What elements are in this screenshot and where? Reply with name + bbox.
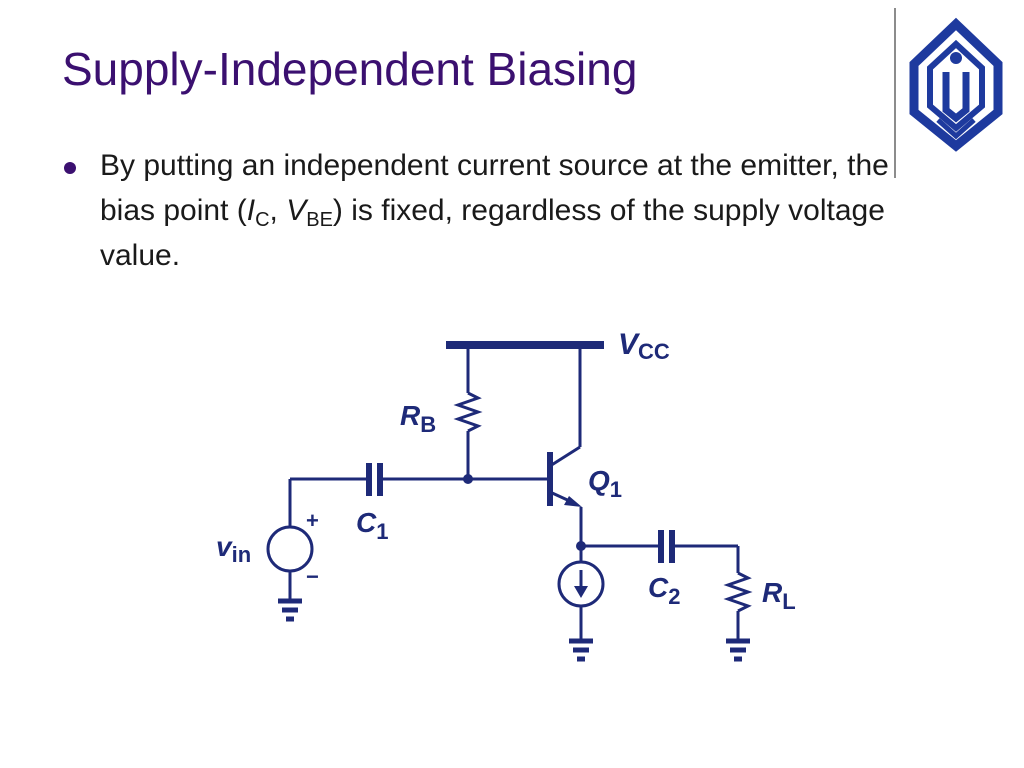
c1-label: C1 [356,507,388,544]
rb-label: RB [400,400,436,437]
capacitor-c1 [290,463,383,496]
vin-label: vin [216,531,251,567]
ground-rl-icon [726,638,750,662]
minus-sign: − [306,564,319,589]
bullet-dot-icon [64,162,76,174]
bullet-text: By putting an independent current source… [100,149,889,272]
resistor-rl [723,546,753,640]
capacitor-c2 [581,530,738,563]
university-logo-icon [909,17,1003,152]
transistor-q1 [547,445,582,507]
header-divider [894,8,896,178]
c2-label: C2 [648,572,680,609]
resistor-rb [453,345,483,479]
plus-sign: + [306,508,319,533]
amplifier-circuit-diagram: VCC RB Q1 C1 vin + [216,328,796,662]
rl-label: RL [762,577,796,614]
bullet-list: By putting an independent current source… [64,143,944,278]
slide-title: Supply-Independent Biasing [62,43,638,95]
bullet-item: By putting an independent current source… [64,143,944,278]
ground-current-source-icon [569,638,593,662]
vcc-label: VCC [618,328,670,364]
base-junction-dot [463,474,473,484]
q1-label: Q1 [588,465,622,502]
current-source-icon [557,560,605,640]
ground-vin-icon [278,598,302,622]
